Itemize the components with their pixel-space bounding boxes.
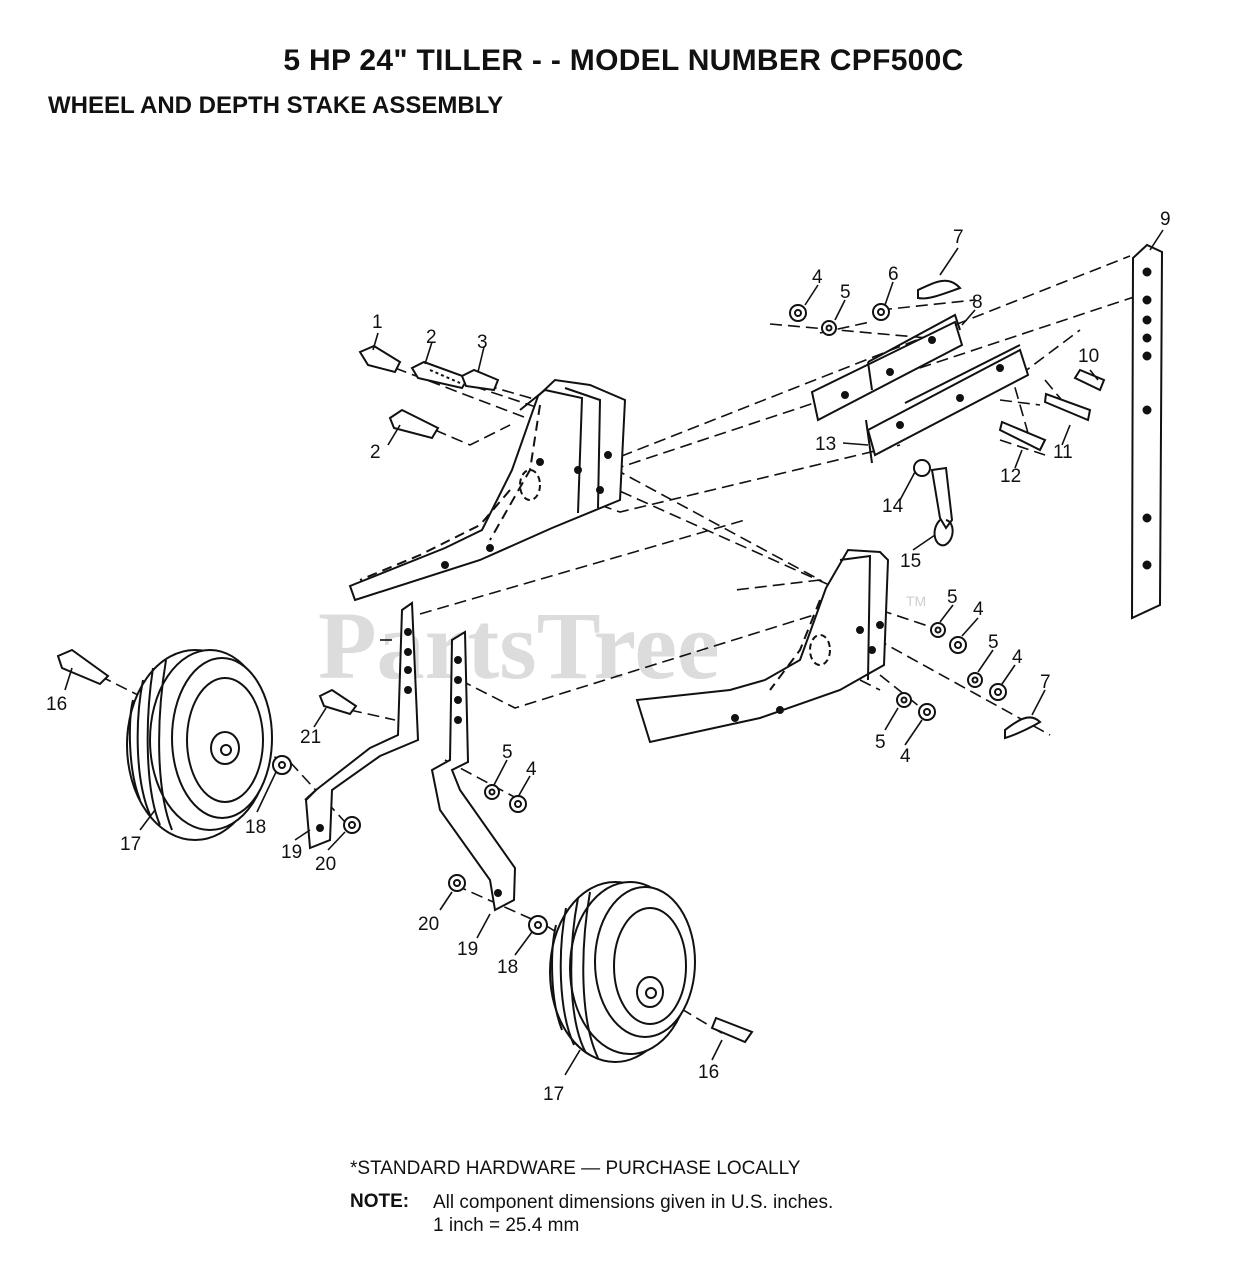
note-line-1: All component dimensions given in U.S. i… (433, 1192, 834, 1213)
note-label: NOTE: (350, 1191, 410, 1212)
callout-15: 15 (900, 551, 921, 572)
callout-9: 9 (1160, 209, 1171, 230)
callout-8: 8 (972, 292, 983, 313)
callout-19: 19 (457, 939, 478, 960)
callout-20: 20 (315, 854, 336, 875)
wheel-brackets (304, 601, 517, 912)
hitch-pin-and-clip (913, 459, 954, 547)
right-frame-bracket (635, 548, 890, 744)
callout-3: 3 (477, 332, 488, 353)
callout-11: 11 (1053, 442, 1073, 463)
note-line-2: 1 inch = 25.4 mm (433, 1215, 580, 1236)
callout-4: 4 (812, 267, 823, 288)
depth-stake-brackets (810, 313, 1030, 464)
callout-1: 1 (372, 312, 383, 333)
callout-20: 20 (418, 914, 439, 935)
watermark-tm: TM (906, 593, 926, 609)
callout-leaders (64, 229, 1164, 1076)
right-wheel (549, 881, 696, 1063)
watermark-text: PartsTree (318, 592, 720, 699)
callout-17: 17 (543, 1084, 564, 1105)
left-frame-bracket (348, 378, 627, 602)
note-text: All component dimensions given in U.S. i… (433, 1191, 953, 1237)
callout-5: 5 (502, 742, 513, 763)
callout-4: 4 (1012, 647, 1023, 668)
callout-16: 16 (46, 694, 67, 715)
callout-5: 5 (840, 282, 851, 303)
page-subtitle: WHEEL AND DEPTH STAKE ASSEMBLY (48, 92, 504, 119)
callout-13: 13 (815, 434, 836, 455)
page-title: 5 HP 24" TILLER - - MODEL NUMBER CPF500C (283, 44, 964, 77)
callout-2: 2 (426, 327, 437, 348)
watermark: PartsTree TM (318, 592, 926, 699)
callout-5: 5 (988, 632, 999, 653)
callout-4: 4 (973, 599, 984, 620)
left-wheel (126, 649, 273, 841)
callout-16: 16 (698, 1062, 719, 1083)
callout-7: 7 (953, 227, 964, 248)
callout-7: 7 (1040, 672, 1051, 693)
callout-2: 2 (370, 442, 381, 463)
dimension-note: NOTE: All component dimensions given in … (350, 1191, 833, 1236)
hardware-nuts-washers (272, 279, 1042, 935)
callout-numbers: 1 2 3 2 4 5 6 7 8 9 10 11 12 13 14 15 5 … (46, 209, 1171, 1105)
callout-5: 5 (947, 587, 958, 608)
callout-12: 12 (1000, 466, 1021, 487)
callout-21: 21 (300, 727, 321, 748)
callout-17: 17 (120, 834, 141, 855)
callout-4: 4 (526, 759, 537, 780)
hardware-bolts (56, 344, 1106, 1044)
callout-19: 19 (281, 842, 302, 863)
callout-14: 14 (882, 496, 904, 517)
callout-10: 10 (1078, 346, 1099, 367)
standard-hardware-note: *STANDARD HARDWARE — PURCHASE LOCALLY (350, 1158, 801, 1179)
callout-18: 18 (245, 817, 266, 838)
callout-5: 5 (875, 732, 886, 753)
depth-stake-bar (1130, 243, 1164, 620)
callout-4: 4 (900, 746, 911, 767)
callout-6: 6 (888, 264, 899, 285)
callout-18: 18 (497, 957, 518, 978)
